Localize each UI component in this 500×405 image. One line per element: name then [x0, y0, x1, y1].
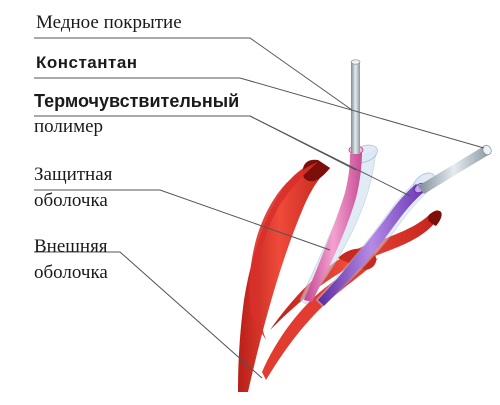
- label-polymer-line2: полимер: [34, 116, 104, 137]
- label-outer-line2: оболочка: [34, 262, 108, 283]
- label-outer-line1: Внешняя: [34, 236, 108, 257]
- label-copper-coating: Медное покрытие: [36, 12, 182, 33]
- label-polymer-line1: Термочувствительный: [34, 91, 240, 111]
- label-constantan: Константан: [36, 53, 138, 72]
- wire-diagonal: [418, 144, 492, 194]
- leader-lines: [34, 37, 485, 379]
- wire-vertical: [350, 59, 361, 154]
- label-protective-line2: оболочка: [34, 190, 108, 211]
- label-protective-line1: Защитная: [34, 164, 113, 185]
